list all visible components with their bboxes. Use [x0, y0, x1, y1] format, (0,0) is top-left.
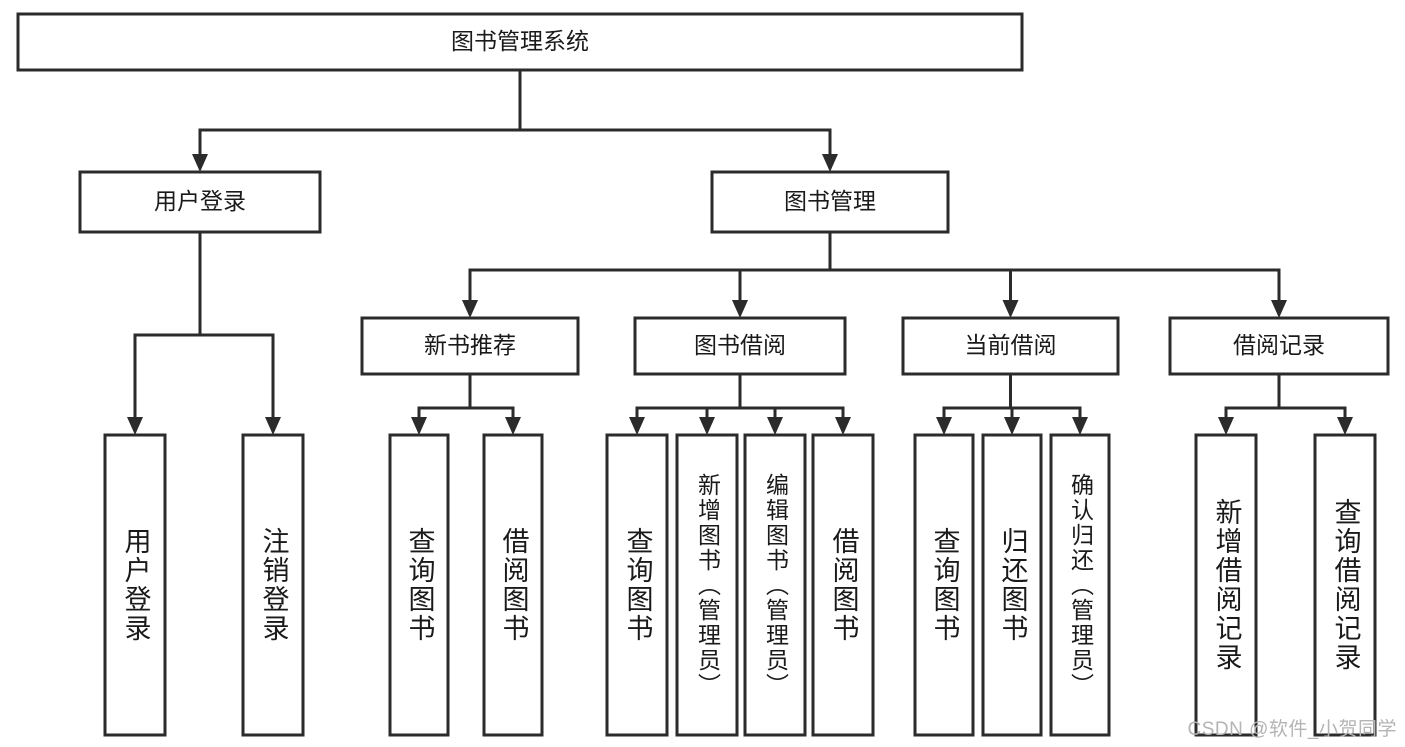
node-leaf-4-查询图书[interactable]: [605, 433, 669, 737]
node-leaf-1-注销登录[interactable]: [241, 433, 305, 737]
node-root-图书管理系统[interactable]: 图书管理系统: [16, 12, 1024, 72]
node-label: 新书推荐: [424, 332, 516, 358]
edges-layer: [127, 68, 1353, 435]
node-label: 用户登录: [154, 188, 246, 214]
node-leaf-3-借阅图书[interactable]: [482, 433, 544, 737]
node-leaf-2-查询图书[interactable]: [388, 433, 450, 737]
node-level3-借阅记录[interactable]: 借阅记录: [1168, 316, 1390, 376]
arrow-head-icon: [1002, 300, 1019, 318]
arrow-head-icon: [699, 417, 715, 435]
node-level3-当前借阅[interactable]: 当前借阅: [901, 316, 1120, 376]
arrow-head-icon: [1072, 417, 1088, 435]
node-leaf-8-查询图书[interactable]: [913, 433, 975, 737]
node-leaf-11-新增借阅记录[interactable]: [1194, 433, 1258, 737]
arrow-head-icon: [822, 154, 838, 172]
node-label: 图书借阅: [694, 332, 786, 358]
node-label: 图书管理: [784, 188, 876, 214]
node-level2-用户登录[interactable]: 用户登录: [78, 170, 322, 234]
arrow-head-icon: [411, 417, 427, 435]
node-leaf-5-新增图书管理员[interactable]: [675, 433, 739, 737]
arrow-head-icon: [1004, 417, 1020, 435]
arrow-head-icon: [1337, 417, 1353, 435]
node-leaf-7-借阅图书[interactable]: [811, 433, 875, 737]
node-label: 借阅记录: [1233, 332, 1325, 358]
arrow-head-icon: [767, 417, 783, 435]
node-leaf-10-确认归还管理员[interactable]: [1049, 433, 1111, 737]
node-level3-图书借阅[interactable]: 图书借阅: [633, 316, 847, 376]
arrow-head-icon: [127, 417, 143, 435]
csdn-watermark: CSDN @软件_小贺同学: [1187, 719, 1397, 740]
node-label: 图书管理系统: [451, 28, 589, 54]
node-label: 当前借阅: [965, 332, 1057, 358]
node-leaf-9-归还图书[interactable]: [981, 433, 1043, 737]
node-level2-图书管理[interactable]: 图书管理: [710, 170, 950, 234]
arrow-head-icon: [835, 417, 851, 435]
arrow-head-icon: [265, 417, 281, 435]
arrow-head-icon: [505, 417, 521, 435]
arrow-head-icon: [1218, 417, 1234, 435]
node-leaf-12-查询借阅记录[interactable]: [1313, 433, 1377, 737]
node-leaf-6-编辑图书管理员[interactable]: [743, 433, 807, 737]
arrow-head-icon: [936, 417, 952, 435]
node-level3-新书推荐[interactable]: 新书推荐: [360, 316, 580, 376]
arrow-head-icon: [629, 417, 645, 435]
node-leaf-0-用户登录[interactable]: [103, 433, 167, 737]
arrow-head-icon: [732, 300, 748, 318]
arrow-head-icon: [192, 154, 208, 172]
arrow-head-icon: [1271, 300, 1287, 318]
arrow-head-icon: [462, 300, 478, 318]
